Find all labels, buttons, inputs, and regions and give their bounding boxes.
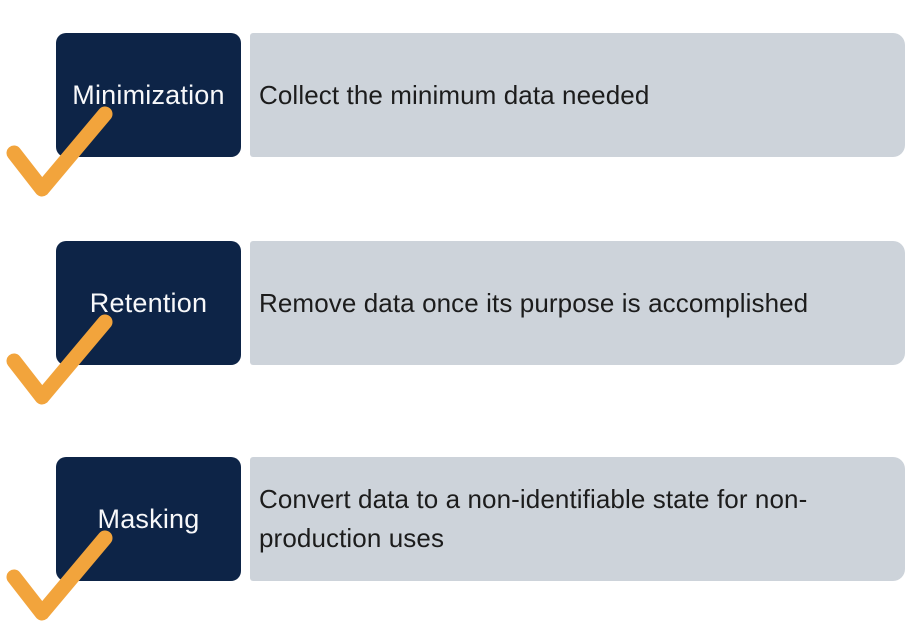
description-masking-line-1: Convert data to a non-identifiable state… xyxy=(259,484,808,514)
description-box-masking: Convert data to a non-identifiable state… xyxy=(250,457,905,581)
checkmark-icon xyxy=(6,530,113,621)
checkmark-icon xyxy=(6,106,113,197)
description-masking-line-2: production uses xyxy=(259,523,445,553)
description-box-retention: Remove data once its purpose is accompli… xyxy=(250,241,905,365)
description-retention-line-1: Remove data once its purpose is accompli… xyxy=(259,287,809,318)
checkmark-icon xyxy=(6,314,113,405)
row-masking: Masking Convert data to a non-identifiab… xyxy=(0,457,924,621)
description-box-minimization: Collect the minimum data needed xyxy=(250,33,905,157)
description-minimization-line-1: Collect the minimum data needed xyxy=(259,79,650,110)
label-minimization: Minimization xyxy=(72,79,225,110)
row-minimization: Minimization Collect the minimum data ne… xyxy=(0,33,924,197)
label-retention: Retention xyxy=(89,287,208,318)
row-retention: Retention Remove data once its purpose i… xyxy=(0,241,924,405)
label-masking: Masking xyxy=(97,503,200,534)
